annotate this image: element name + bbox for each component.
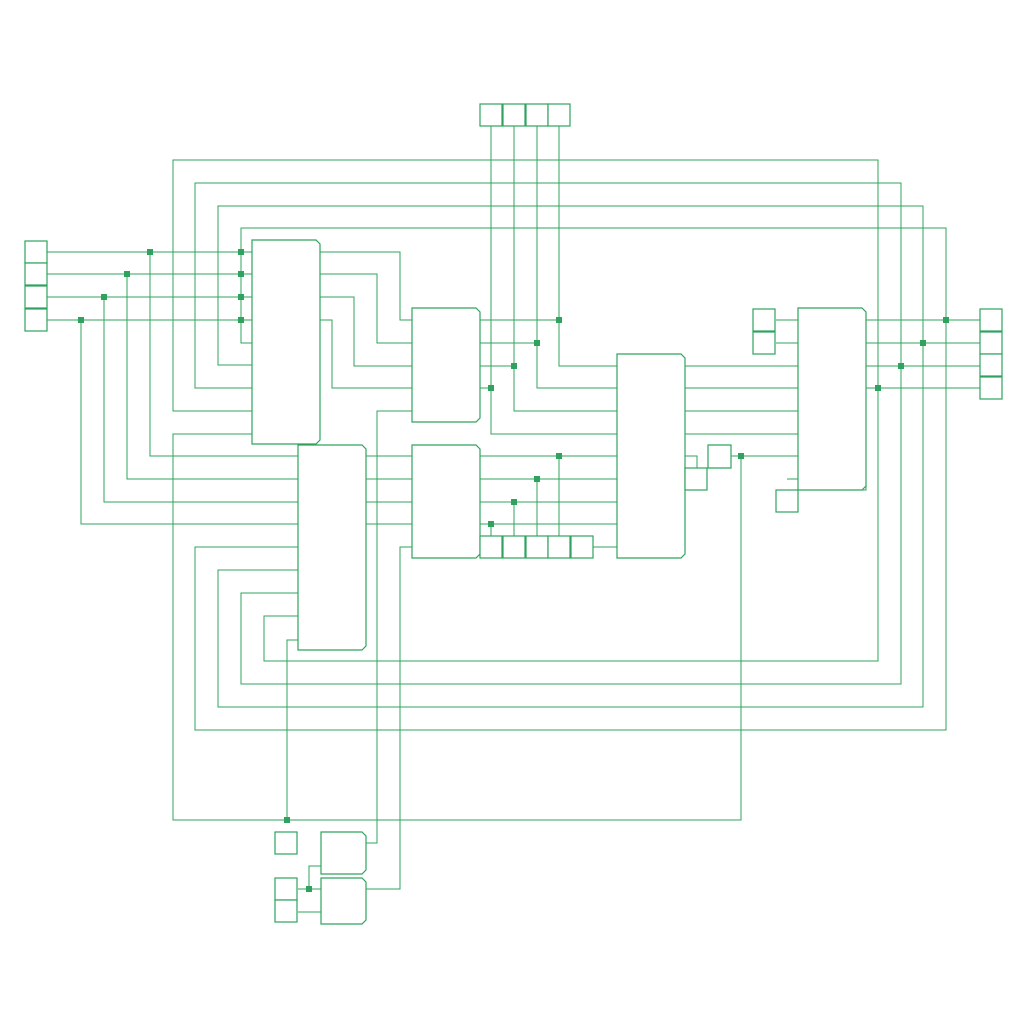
junctions — [78, 249, 949, 892]
wire — [320, 273, 412, 344]
port-pin[interactable] — [24, 308, 48, 332]
wire — [149, 252, 298, 457]
port-pin[interactable] — [274, 831, 298, 855]
logic-block[interactable] — [797, 307, 867, 491]
logic-block[interactable] — [320, 831, 367, 875]
junction-dot — [284, 817, 290, 823]
junction-dot — [556, 317, 562, 323]
blocks — [251, 239, 867, 925]
wire — [194, 182, 902, 685]
port-pin[interactable] — [979, 331, 1003, 355]
wire — [172, 433, 742, 821]
logic-block[interactable] — [251, 239, 321, 445]
junction-dot — [943, 317, 949, 323]
junction-dot — [898, 363, 904, 369]
junction-dot — [488, 385, 494, 391]
wire — [320, 319, 412, 389]
port-pin[interactable] — [24, 262, 48, 286]
logic-block[interactable] — [707, 444, 732, 469]
wire — [536, 126, 617, 389]
junction-dot — [238, 249, 244, 255]
junction-dot — [238, 317, 244, 323]
port-pin[interactable] — [24, 240, 48, 264]
junction-dot — [124, 271, 130, 277]
junction-dot — [920, 340, 926, 346]
junction-dot — [306, 886, 312, 892]
port-pin[interactable] — [570, 535, 594, 559]
wire — [685, 455, 708, 469]
wire — [513, 126, 617, 412]
wire — [80, 320, 298, 525]
logic-block[interactable] — [411, 444, 481, 559]
wire — [320, 296, 412, 367]
port-pin[interactable] — [752, 308, 776, 332]
port-pin[interactable] — [502, 103, 526, 127]
port-pin[interactable] — [525, 535, 549, 559]
port-pin[interactable] — [979, 308, 1003, 332]
wire — [320, 251, 412, 321]
junction-dot — [238, 271, 244, 277]
port-pin[interactable] — [547, 535, 571, 559]
port-pin[interactable] — [274, 877, 298, 901]
wire — [217, 205, 924, 708]
junction-dot — [78, 317, 84, 323]
wire — [366, 410, 412, 844]
junction-dot — [238, 294, 244, 300]
wires — [47, 126, 980, 913]
junction-dot — [147, 249, 153, 255]
junction-dot — [488, 521, 494, 527]
wire — [308, 865, 321, 889]
port-pin[interactable] — [479, 103, 503, 127]
wire — [126, 274, 298, 480]
port-pin[interactable] — [274, 899, 298, 923]
port-pin[interactable] — [775, 489, 799, 513]
logic-block[interactable] — [616, 353, 686, 559]
wire — [194, 227, 947, 731]
logic-block[interactable] — [411, 307, 481, 423]
port-pin[interactable] — [684, 467, 708, 491]
junction-dot — [738, 453, 744, 459]
port-pin[interactable] — [979, 376, 1003, 400]
junction-dot — [511, 363, 517, 369]
logic-block[interactable] — [320, 877, 367, 925]
wire — [366, 546, 412, 890]
junction-dot — [534, 340, 540, 346]
junction-dot — [534, 476, 540, 482]
wire — [490, 126, 617, 435]
port-pin[interactable] — [502, 535, 526, 559]
port-pin[interactable] — [525, 103, 549, 127]
wire — [558, 126, 617, 367]
junction-dot — [556, 453, 562, 459]
port-pin[interactable] — [547, 103, 571, 127]
port-pin[interactable] — [979, 353, 1003, 377]
junction-dot — [511, 499, 517, 505]
ports — [24, 103, 1003, 923]
port-pin[interactable] — [752, 331, 776, 355]
wire — [172, 159, 879, 662]
junction-dot — [875, 385, 881, 391]
port-pin[interactable] — [479, 535, 503, 559]
junction-dot — [101, 294, 107, 300]
logic-block[interactable] — [297, 444, 367, 651]
port-pin[interactable] — [24, 285, 48, 309]
wire — [103, 297, 298, 503]
